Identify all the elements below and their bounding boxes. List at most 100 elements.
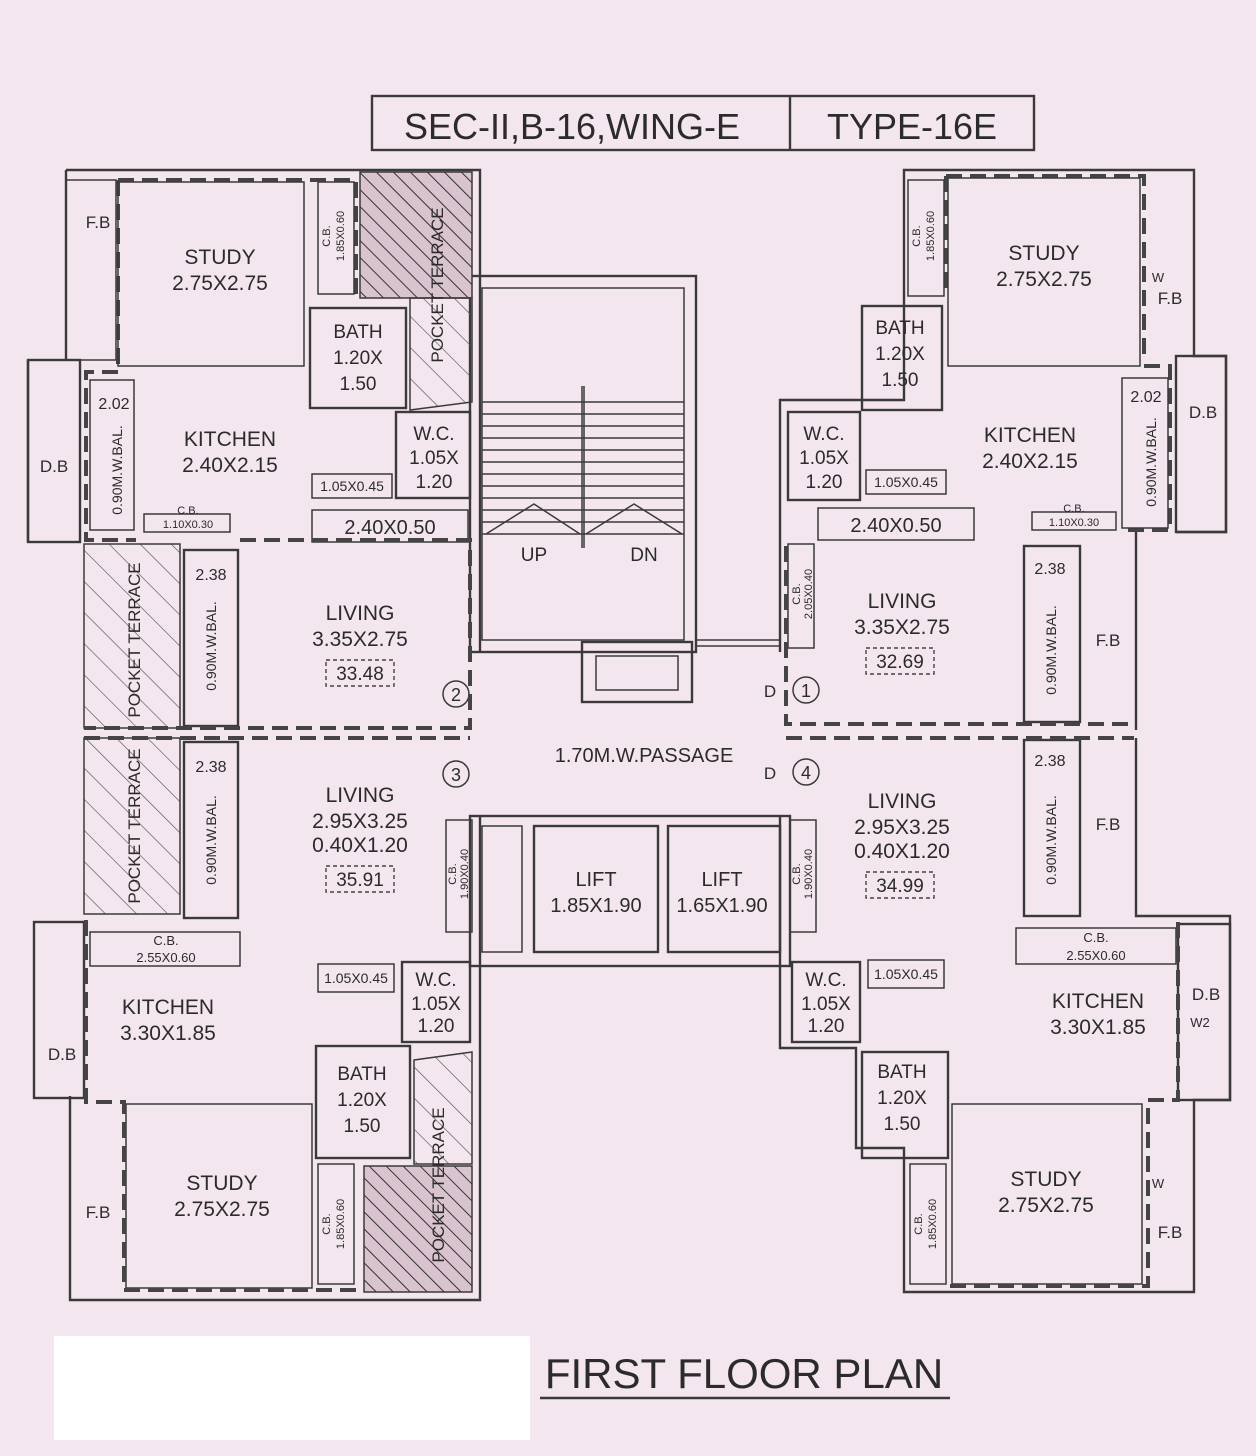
flat-2-bal-b-width: 2.38	[195, 567, 226, 584]
flat-1-wc	[786, 410, 862, 502]
flat-1-cb-living-label: C.B.	[791, 583, 803, 604]
flat-3-db	[32, 920, 86, 1100]
flat-1-area-box	[865, 647, 935, 675]
flat-2-wc-dim1: 1.05X	[409, 448, 459, 469]
flat-4-kitchen-dim: 3.30X1.85	[1050, 1016, 1146, 1039]
flat-4-shelf-label: 1.05X0.45	[874, 966, 938, 982]
flat-4-w2-label: W2	[1190, 1015, 1210, 1030]
flat-2-shelf	[311, 473, 393, 499]
flat-3-cb-kitchen-dim: 2.55X0.60	[136, 950, 195, 965]
flat-3-fb-label: F.B	[86, 1203, 111, 1222]
flat-2-cb-study	[317, 181, 355, 295]
flat-3-kitchen-label: KITCHEN	[122, 996, 214, 1019]
flat-1-shelf-label: 1.05X0.45	[874, 474, 938, 490]
flat-3-terrace-label-1: POCKET TERRACE	[125, 748, 144, 903]
flat-2-wc-dim2: 1.20	[416, 472, 453, 493]
flat-3-bal-b-label: 0.90M.W.BAL.	[203, 795, 219, 884]
stair-treads	[482, 401, 684, 535]
flat-4-cb-kitchen-dim: 2.55X0.60	[1066, 948, 1125, 963]
flat-2-pocket-terrace-top-2	[409, 297, 473, 411]
duct	[580, 640, 694, 704]
flat-3-bath-dim2: 1.50	[344, 1116, 381, 1137]
flat-1-bal-a-label: 0.90M.W.BAL.	[1143, 417, 1159, 506]
lift-2-name: LIFT	[701, 869, 742, 891]
flat-1-study	[947, 177, 1141, 367]
flat-3-area-box	[325, 865, 395, 893]
flat-3-cb-study-label: C.B.	[321, 1213, 333, 1234]
flat-2-bath-dim2: 1.50	[340, 374, 377, 395]
flat-3-wc-dim1: 1.05X	[411, 994, 461, 1015]
flat-2-bath-label: BATH	[333, 322, 382, 343]
flat-2-cb-kitchen-dim: 1.10X0.30	[163, 519, 213, 531]
flat-1-bath-dim1: 1.20X	[875, 344, 925, 365]
flat-4-living-dim: 2.95X3.25	[854, 816, 950, 839]
flat-4-study-label: STUDY	[1010, 1168, 1081, 1191]
flat-4-cb-living-label: C.B.	[791, 863, 803, 884]
flat-3-area: 35.91	[336, 870, 384, 891]
flat-1-wc-label: W.C.	[803, 424, 844, 445]
flat-4-living-label: LIVING	[868, 790, 937, 813]
flat-1-wc-dim2: 1.20	[806, 472, 843, 493]
flat-4-fb-label-1: F.B	[1096, 815, 1121, 834]
flat-4-fb-label-2: F.B	[1158, 1223, 1183, 1242]
flat-2-cb-kitchen-label: C.B.	[177, 505, 198, 517]
flat-2-pocket-terrace-bottom	[83, 543, 181, 729]
flat-1-cb-study-dim: 1.85X0.60	[925, 211, 937, 261]
flat-1-db-label: D.B	[1189, 403, 1217, 422]
flat-3-pocket-terrace-top	[83, 737, 181, 915]
flat-1: D.B STUDY 2.75X2.75 W F.B C.B. 1.85X0.60…	[764, 168, 1228, 730]
flat-2-bal-a-width: 2.02	[98, 396, 129, 413]
flat-1-cb-kitchen-label: C.B.	[1063, 503, 1084, 515]
flat-3-cb-study-dim: 1.85X0.60	[335, 1199, 347, 1249]
flat-1-study-dim: 2.75X2.75	[996, 268, 1092, 291]
flat-3-pocket-terrace-bottom-2	[413, 1051, 473, 1165]
flat-4-cb-living-dim: 1.90X0.40	[803, 849, 815, 899]
flat-2: D.B F.B STUDY 2.75X2.75 C.B. 1.85X0.60 P…	[26, 168, 482, 730]
lift-2-dim: 1.65X1.90	[676, 895, 767, 917]
stair-up-label: UP	[521, 545, 547, 566]
flat-2-shelf-label: 1.05X0.45	[320, 478, 384, 494]
flat-3-shelf	[317, 963, 395, 993]
block-name: SEC-II,B-16,WING-E	[404, 106, 740, 147]
flat-4-wc	[790, 960, 862, 1044]
flat-4-living-dim2: 0.40X1.20	[854, 840, 950, 863]
lift-1	[532, 824, 660, 954]
blank-patch	[54, 1336, 530, 1440]
flat-1-w-label: W	[1152, 270, 1165, 285]
flat-4-cb-study-dim: 1.85X0.60	[927, 1199, 939, 1249]
flat-4-area: 34.99	[876, 876, 924, 897]
flat-4-bal-b-width: 2.38	[1034, 753, 1065, 770]
flat-2-study	[117, 181, 305, 367]
flat-2-number: 2	[451, 685, 461, 705]
flat-1-kitchen-dim: 2.40X2.15	[982, 450, 1078, 473]
flat-3-bath-label: BATH	[337, 1064, 386, 1085]
flat-3-cb-kitchen-label: C.B.	[153, 933, 178, 948]
flat-3-cb-living	[445, 819, 473, 933]
passage-label: 1.70M.W.PASSAGE	[555, 745, 734, 767]
flat-1-counter-label: 2.40X0.50	[850, 515, 941, 537]
flat-2-pocket-terrace-top	[359, 171, 473, 299]
flat-4-db-label: D.B	[1192, 985, 1220, 1004]
flat-3-bal-b-width: 2.38	[195, 759, 226, 776]
flat-3-wc-label: W.C.	[415, 970, 456, 991]
flat-2-balcony-a	[89, 379, 135, 531]
type-name: TYPE-16E	[827, 106, 997, 147]
flat-1-db	[1174, 354, 1228, 534]
flat-1-bal-b-label: 0.90M.W.BAL.	[1043, 605, 1059, 694]
flat-4-bath-label: BATH	[877, 1062, 926, 1083]
flat-2-bath-dim1: 1.20X	[333, 348, 383, 369]
flat-1-fb-label-2: F.B	[1096, 631, 1121, 650]
flat-1-living-label: LIVING	[868, 590, 937, 613]
flat-2-cb-study-dim: 1.85X0.60	[335, 211, 347, 261]
flat-3-study-dim: 2.75X2.75	[174, 1198, 270, 1221]
flat-3-bath-dim1: 1.20X	[337, 1090, 387, 1111]
stair-dn-label: DN	[630, 545, 657, 566]
flat-2-area-box	[325, 659, 395, 687]
flat-4-number: 4	[801, 763, 811, 783]
flat-4-wc-dim2: 1.20	[808, 1016, 845, 1037]
flat-3-study	[125, 1103, 313, 1289]
flat-3-living-dim2: 0.40X1.20	[312, 834, 408, 857]
flat-1-cb-kitchen-dim: 1.10X0.30	[1049, 517, 1099, 529]
flat-4-cb-kitchen-label: C.B.	[1083, 930, 1108, 945]
lift-1-dim: 1.85X1.90	[550, 895, 641, 917]
